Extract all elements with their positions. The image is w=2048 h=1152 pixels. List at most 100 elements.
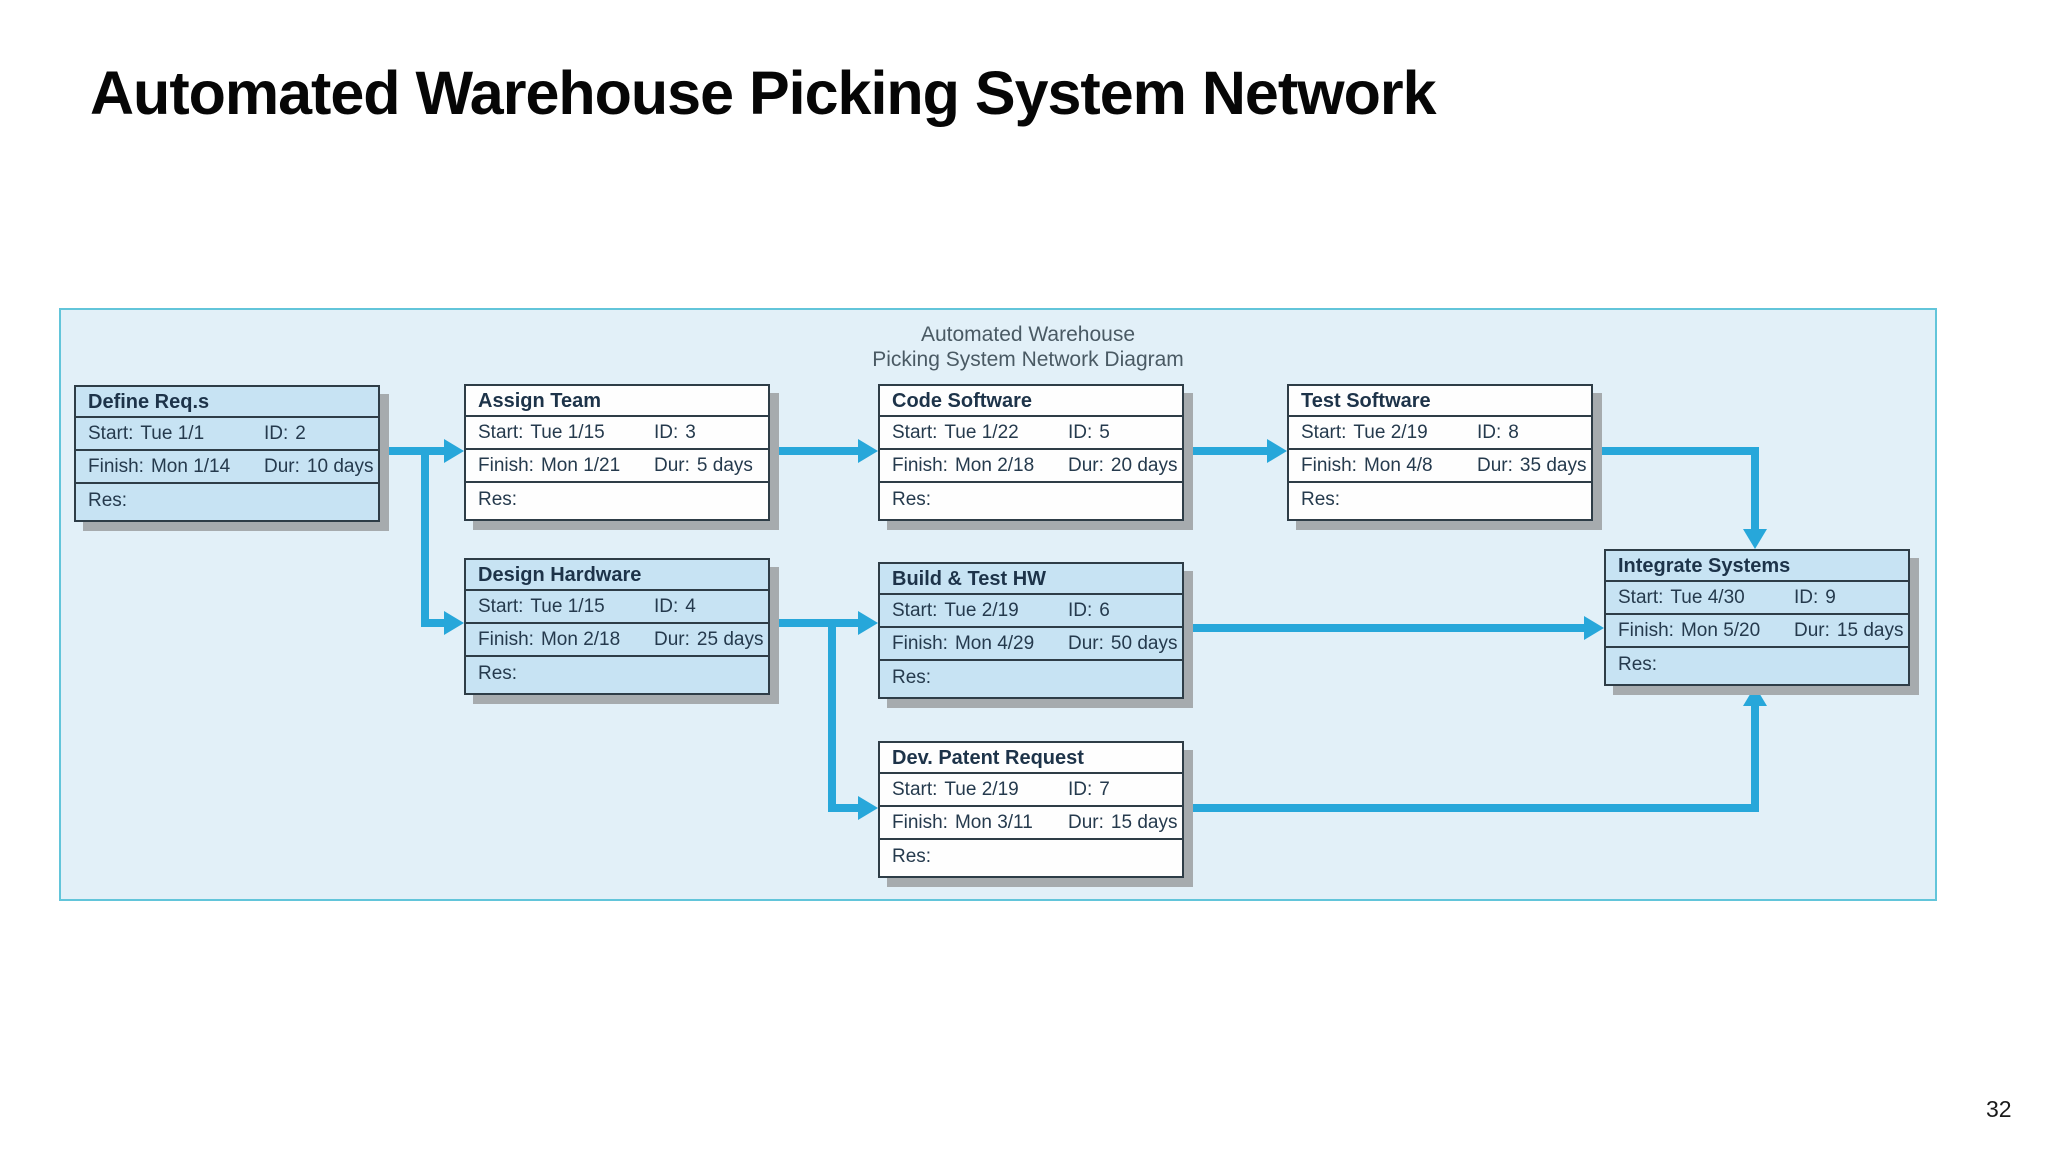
id-label: ID: [654,421,679,443]
task-title: Define Req.s [76,387,378,418]
task-title: Build & Test HW [880,564,1182,595]
dur-value: 25 days [696,628,764,650]
start-label: Start: [1618,586,1664,608]
connector-test-to-integrate-hline [1594,447,1759,455]
id-value: 2 [295,422,306,444]
id-value: 7 [1099,778,1110,800]
start-value: Tue 1/15 [530,421,605,443]
task-start-row: Start: Tue 1/15 ID: 3 [466,417,768,450]
task-box-test-software: Test Software Start:Tue 2/19 ID:8 Finish… [1287,384,1593,521]
id-value: 3 [685,421,696,443]
finish-label: Finish: [892,811,948,833]
task-start-row: Start:Tue 1/22 ID:5 [880,417,1182,450]
dur-value: 15 days [1836,619,1904,641]
dur-label: Dur: [654,454,690,476]
id-label: ID: [1477,421,1502,443]
connector-build-to-integrate-line [1186,624,1586,632]
id-label: ID: [654,595,679,617]
task-finish-row: Finish:Mon 2/18 Dur:25 days [466,624,768,657]
connector-test-to-integrate-vline [1751,447,1759,531]
task-box-define-reqs: Define Req.s Start:Tue 1/1 ID:2 Finish:M… [74,385,380,522]
start-label: Start: [892,778,938,800]
dur-value: 10 days [306,455,374,477]
finish-value: Mon 1/14 [150,455,231,477]
connector-code-to-test-line [1186,447,1269,455]
dur-value: 20 days [1110,454,1178,476]
start-label: Start: [478,595,524,617]
task-finish-row: Finish:Mon 4/29 Dur:50 days [880,628,1182,661]
task-res-row: Res: [880,483,1182,517]
task-box-dev-patent-request: Dev. Patent Request Start:Tue 2/19 ID:7 … [878,741,1184,878]
connector-assign-to-code-arrowhead-icon [858,439,878,463]
id-value: 4 [685,595,696,617]
connector-define-to-assign-arrowhead-icon [444,439,464,463]
start-value: Tue 1/22 [944,421,1019,443]
dur-label: Dur: [654,628,690,650]
task-title: Code Software [880,386,1182,417]
task-res-row: Res: [1289,483,1591,517]
finish-label: Finish: [88,455,144,477]
connector-define-to-design-arrowhead-icon [444,611,464,635]
task-res-row: Res: [880,840,1182,874]
slide-title: Automated Warehouse Picking System Netwo… [90,59,1437,127]
page-number: 32 [1986,1096,2012,1122]
dur-value: 15 days [1110,811,1178,833]
id-label: ID: [264,422,289,444]
id-label: ID: [1068,599,1093,621]
start-value: Tue 2/19 [944,778,1019,800]
dur-label: Dur: [1068,632,1104,654]
task-start-row: Start:Tue 4/30 ID:9 [1606,582,1908,615]
task-box-design-hardware: Design Hardware Start:Tue 1/15 ID:4 Fini… [464,558,770,695]
connector-define-to-assign-line [379,447,446,455]
task-finish-row: Finish:Mon 1/14 Dur:10 days [76,451,378,484]
finish-label: Finish: [892,632,948,654]
task-box-integrate-systems: Integrate Systems Start:Tue 4/30 ID:9 Fi… [1604,549,1910,686]
start-value: Tue 1/15 [530,595,605,617]
task-box-assign-team: Assign Team Start: Tue 1/15 ID: 3 Finish: M… [464,384,770,521]
finish-value: Mon 1/21 [540,454,621,476]
res-label: Res: [1301,489,1341,510]
finish-value: Mon 5/20 [1680,619,1761,641]
task-finish-row: Finish:Mon 2/18 Dur:20 days [880,450,1182,483]
connector-define-to-design-line [421,619,446,627]
finish-value: Mon 3/11 [954,811,1033,833]
task-start-row: Start:Tue 2/19 ID:8 [1289,417,1591,450]
res-label: Res: [892,667,932,688]
task-title: Integrate Systems [1606,551,1908,582]
connector-design-to-build-arrowhead-icon [858,611,878,635]
res-label: Res: [478,663,518,684]
finish-label: Finish: [892,454,948,476]
diagram-caption-line1: Automated Warehouse [920,323,1135,346]
task-title: Design Hardware [466,560,768,591]
dur-value: 35 days [1519,454,1587,476]
task-box-build-test-hw: Build & Test HW Start:Tue 2/19 ID:6 Fini… [878,562,1184,699]
task-res-row: Res: [1606,648,1908,682]
id-label: ID: [1068,778,1093,800]
start-label: Start: [478,421,524,443]
dur-value: 50 days [1110,632,1178,654]
res-label: Res: [478,489,518,510]
res-label: Res: [892,846,932,867]
task-start-row: Start: Tue 1/15 ID: 4 [466,591,768,624]
finish-label: Finish: [478,454,534,476]
id-value: 9 [1825,586,1836,608]
task-title: Assign Team [466,386,768,417]
task-start-row: Start: Tue 2/19 ID: 7 [880,774,1182,807]
connector-patent-to-integrate-hline [1186,804,1759,812]
task-start-row: Start:Tue 2/19 ID:6 [880,595,1182,628]
dur-label: Dur: [1068,454,1104,476]
start-value: Tue 2/19 [1353,421,1428,443]
task-finish-row: Finish:Mon 4/8 Dur:35 days [1289,450,1591,483]
connector-design-to-build-line [771,619,860,627]
task-title: Test Software [1289,386,1591,417]
connector-code-to-test-arrowhead-icon [1267,439,1287,463]
diagram-caption: Automated Warehouse Picking System Netwo… [778,322,1278,372]
task-finish-row: Finish:Mon 3/11 Dur:15 days [880,807,1182,840]
task-res-row: Res: [76,484,378,518]
finish-label: Finish: [1301,454,1357,476]
connector-define-to-design-vline [421,447,429,627]
id-label: ID: [1794,586,1819,608]
id-value: 6 [1099,599,1110,621]
dur-label: Dur: [1477,454,1513,476]
connector-design-to-patent-line [828,804,860,812]
